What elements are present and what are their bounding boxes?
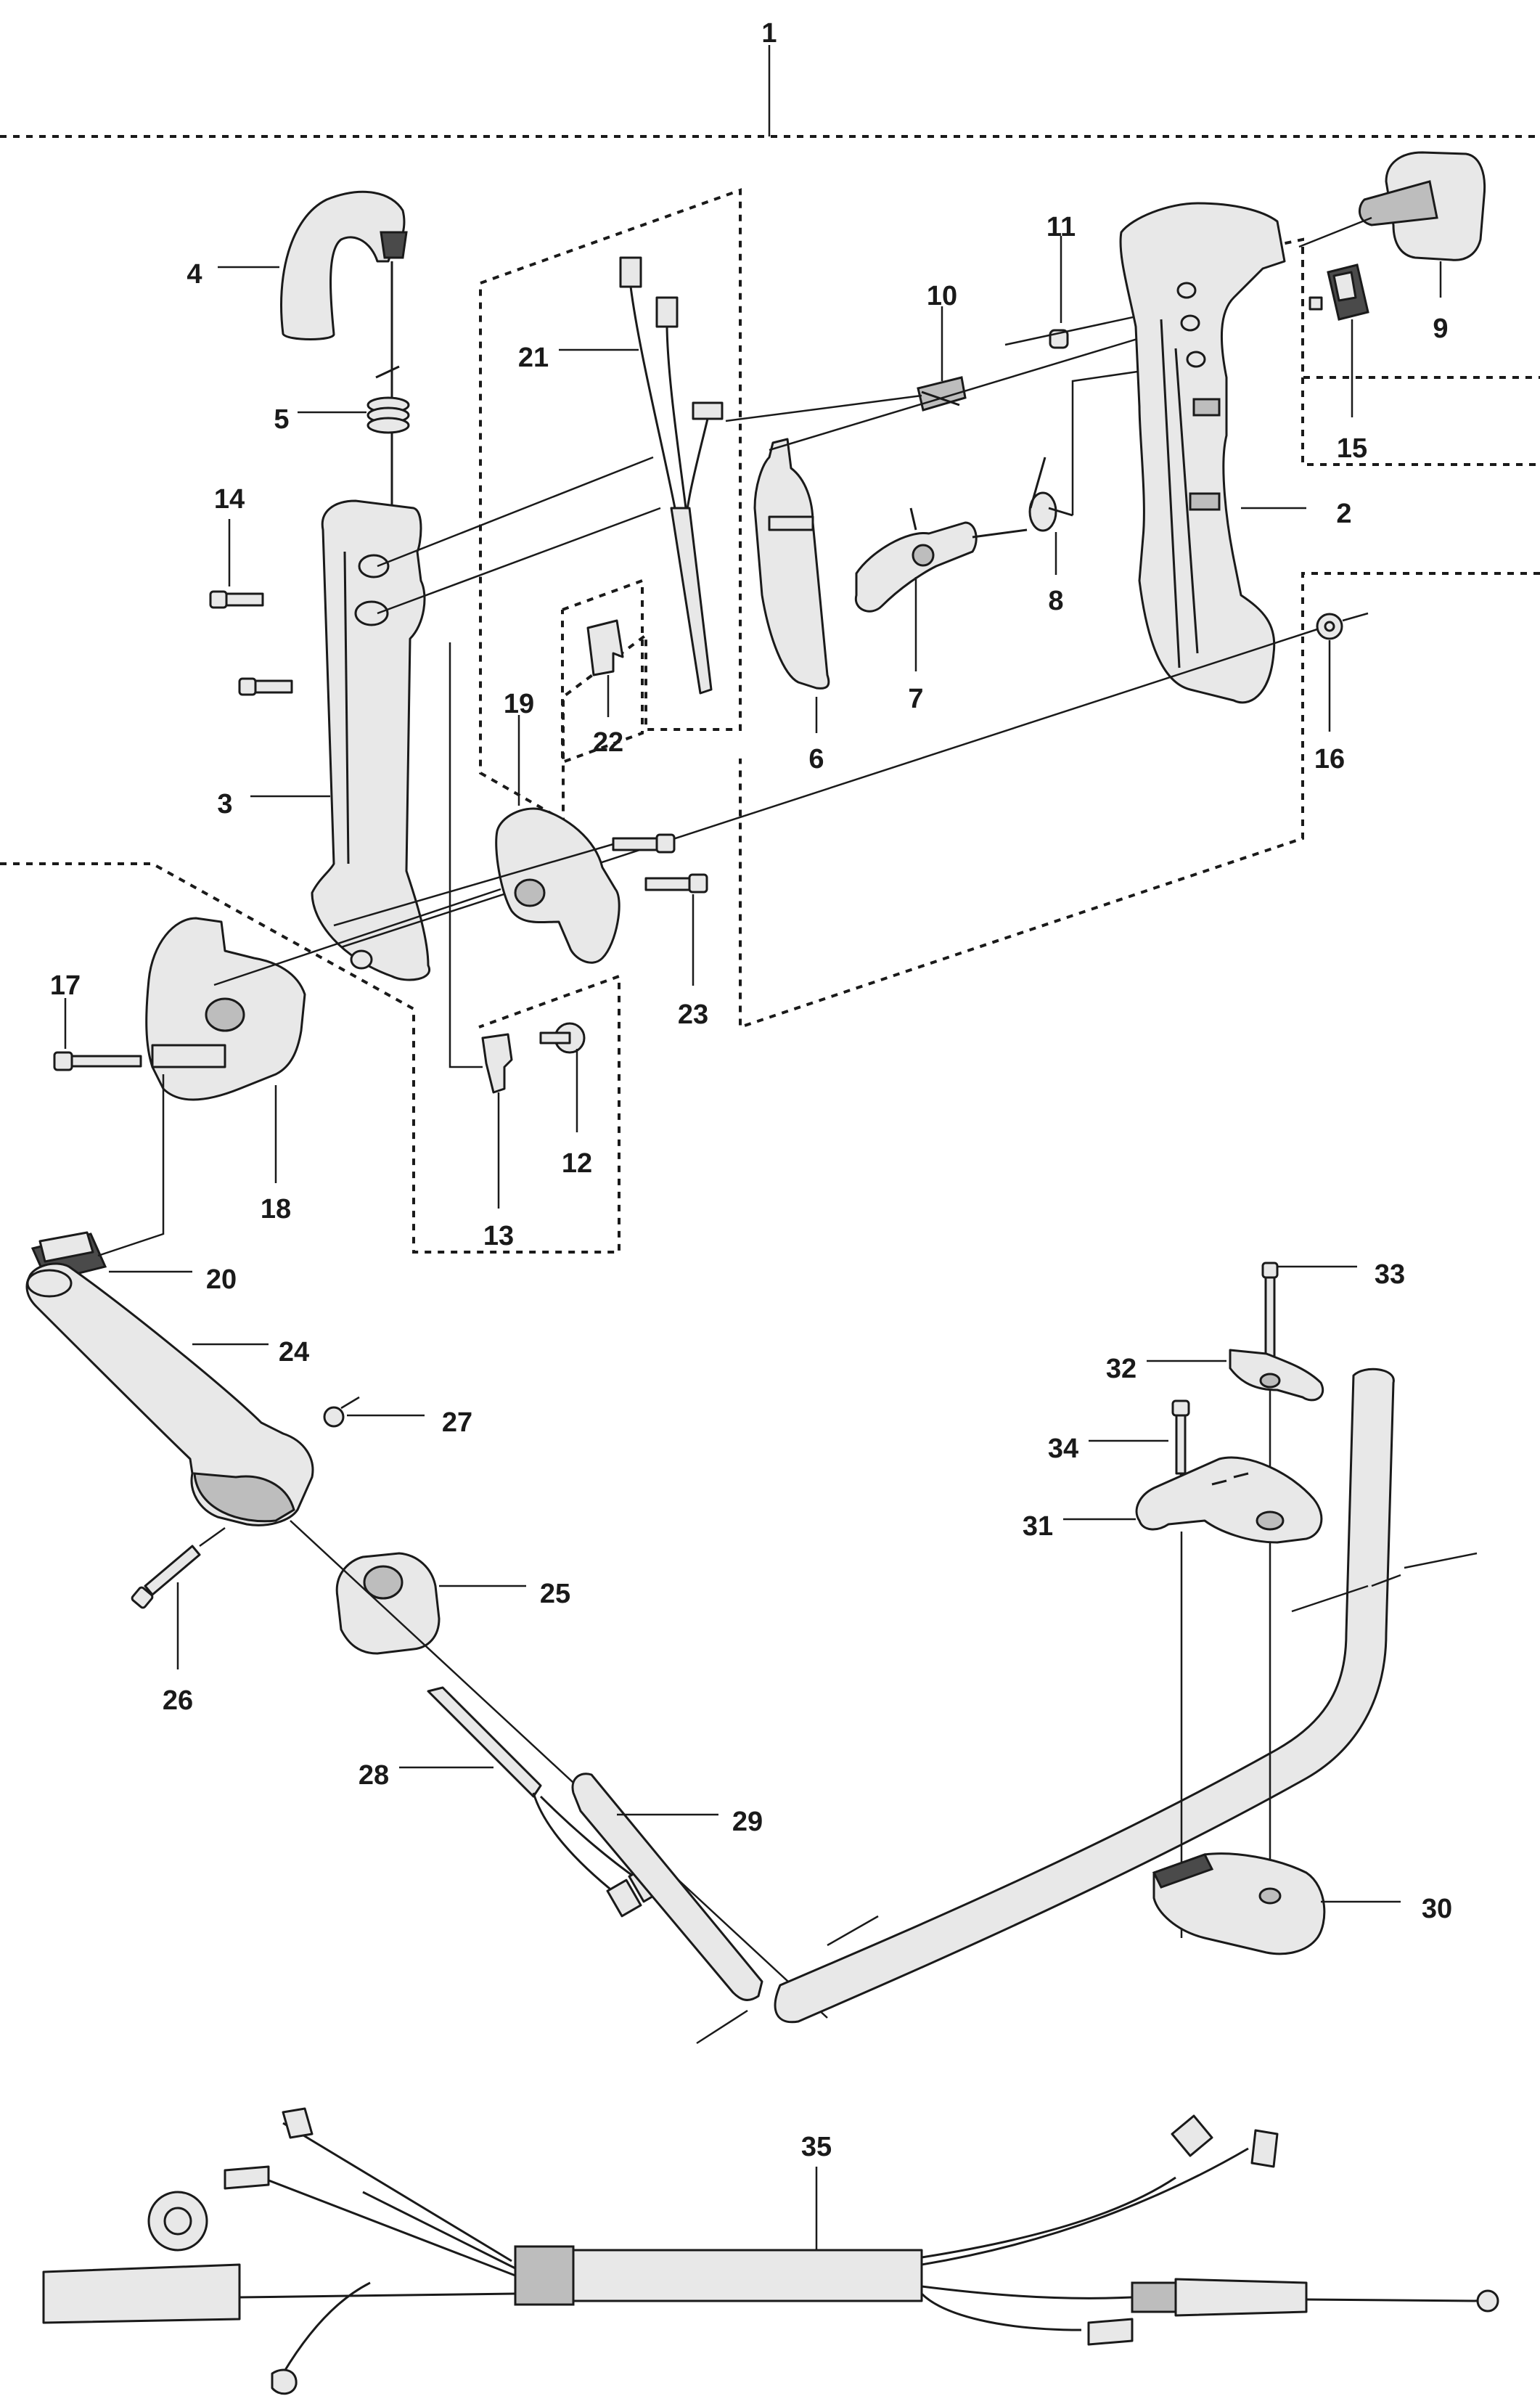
callout-17: 17 (50, 970, 81, 1001)
part-20-switch (30, 1074, 165, 1283)
part-21-switch-wires (619, 256, 724, 695)
part-25-clamp (290, 1520, 828, 2019)
part-14-screws (209, 590, 293, 696)
callout-15: 15 (1337, 433, 1367, 464)
callout-18: 18 (261, 1194, 291, 1225)
callout-30: 30 (1422, 1894, 1452, 1924)
part-26-bolt (131, 1526, 226, 1609)
callout-23: 23 (678, 999, 708, 1030)
callout-21: 21 (518, 343, 549, 373)
callout-11: 11 (1047, 212, 1076, 242)
part-8-torsion-spring (1028, 457, 1073, 532)
part-19-lever (495, 807, 620, 964)
part-7-lockout (854, 507, 1028, 613)
callout-14: 14 (214, 484, 245, 515)
callout-10: 10 (927, 281, 957, 311)
part-2-handle-right (1119, 202, 1286, 704)
part-22-clip (586, 619, 624, 676)
part-34-screw (1171, 1399, 1190, 1481)
callout-24: 24 (279, 1337, 309, 1367)
part-5-spring (366, 365, 410, 434)
callout-19: 19 (504, 689, 534, 719)
part-32-wing-nut (1229, 1349, 1324, 1402)
callout-27: 27 (442, 1407, 472, 1438)
callout-33: 33 (1375, 1259, 1405, 1290)
callout-35: 35 (801, 2132, 832, 2162)
part-27-nut (323, 1396, 360, 1428)
part-18-cover (145, 888, 501, 1101)
callout-7: 7 (908, 684, 923, 714)
part-9-cap (1298, 151, 1486, 261)
part-31-clamp-upper (1135, 1456, 1323, 1938)
callout-22: 22 (593, 727, 623, 758)
part-17-screw (53, 1051, 142, 1071)
part-35-wiring-harness (42, 2107, 1499, 2395)
callout-28: 28 (359, 1760, 389, 1791)
callout-5: 5 (274, 404, 289, 435)
part-29-cable-guide (571, 1773, 763, 2001)
callout-9: 9 (1433, 314, 1448, 344)
callout-6: 6 (808, 744, 824, 774)
part-33-long-bolt (1261, 1262, 1279, 1880)
part-24-grip (25, 1262, 314, 1526)
callout-12: 12 (562, 1148, 592, 1179)
group-boundaries (0, 135, 1540, 1254)
callout-26: 26 (163, 1685, 193, 1716)
callout-1: 1 (761, 18, 777, 49)
callout-2: 2 (1336, 499, 1351, 529)
part-15-stop-switch (1308, 263, 1369, 321)
part-16-nut (1316, 612, 1369, 640)
callout-34: 34 (1048, 1434, 1078, 1464)
part-3-handle-left (311, 456, 661, 981)
callout-16: 16 (1314, 744, 1345, 774)
part-6-throttle-trigger (753, 322, 1191, 690)
part-12-screw (539, 1022, 586, 1054)
callout-25: 25 (540, 1579, 570, 1609)
callout-29: 29 (732, 1807, 763, 1837)
callout-4: 4 (187, 259, 202, 290)
loop-handlebar (696, 1367, 1478, 2045)
callout-labels: 1234567891011121314151617181920212223242… (50, 18, 1452, 2162)
part-30-clamp-lower (1152, 1852, 1326, 1955)
part-13-clip (449, 642, 513, 1094)
part-28-wire-clip (427, 1686, 664, 1918)
callout-32: 32 (1106, 1354, 1136, 1384)
callout-8: 8 (1048, 586, 1063, 616)
part-23-screws (333, 833, 708, 927)
callout-31: 31 (1023, 1511, 1053, 1542)
callout-20: 20 (206, 1264, 237, 1295)
callout-13: 13 (483, 1221, 514, 1251)
callout-3: 3 (217, 789, 232, 819)
